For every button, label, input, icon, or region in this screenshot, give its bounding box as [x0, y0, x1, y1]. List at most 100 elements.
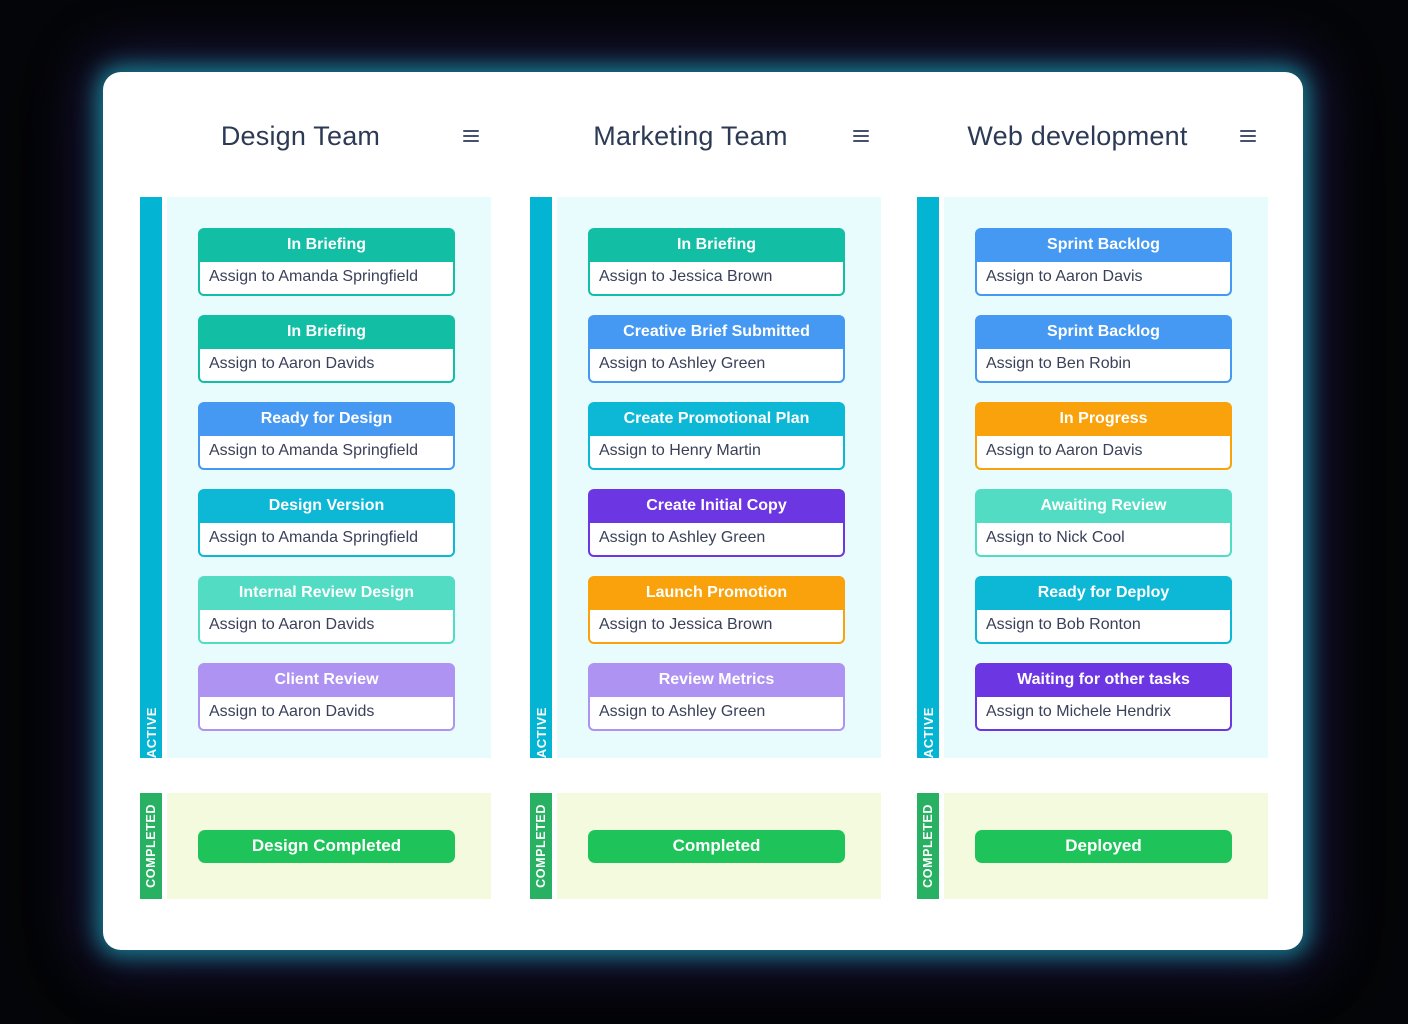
task-status: Ready for Design — [198, 402, 455, 436]
task-card[interactable]: In Briefing Assign to Jessica Brown — [588, 228, 845, 296]
task-assignee: Assign to Jessica Brown — [588, 262, 845, 296]
task-status: Review Metrics — [588, 663, 845, 697]
divider — [552, 793, 557, 899]
column-title: Design Team — [220, 120, 381, 151]
completed-label: COMPLETED — [534, 804, 548, 888]
task-card[interactable]: In Briefing Assign to Amanda Springfield — [198, 228, 455, 296]
completed-bar: COMPLETED — [530, 793, 552, 899]
hamburger-bar — [463, 140, 479, 142]
task-status: Create Initial Copy — [588, 489, 845, 523]
hamburger-bar — [853, 130, 869, 132]
task-assignee: Assign to Amanda Springfield — [198, 262, 455, 296]
task-status: In Briefing — [198, 228, 455, 262]
task-status: Create Promotional Plan — [588, 402, 845, 436]
task-card[interactable]: Create Promotional Plan Assign to Henry … — [588, 402, 845, 470]
hamburger-icon[interactable] — [1238, 126, 1258, 146]
hamburger-bar — [853, 140, 869, 142]
task-status: In Briefing — [198, 315, 455, 349]
task-status: Waiting for other tasks — [975, 663, 1232, 697]
task-assignee: Assign to Ashley Green — [588, 349, 845, 383]
task-status: Sprint Backlog — [975, 315, 1232, 349]
hamburger-bar — [463, 130, 479, 132]
board-column-design-team: Design Team ACTIVE In Briefing Assign to… — [140, 72, 491, 950]
task-assignee: Assign to Bob Ronton — [975, 610, 1232, 644]
task-status: Sprint Backlog — [975, 228, 1232, 262]
task-assignee: Assign to Nick Cool — [975, 523, 1232, 557]
completed-status-button[interactable]: Design Completed — [198, 829, 455, 863]
column-header: Design Team — [140, 112, 491, 160]
active-section: ACTIVE In Briefing Assign to Amanda Spri… — [140, 197, 491, 758]
divider — [162, 197, 167, 758]
task-status: Ready for Deploy — [975, 576, 1232, 610]
task-card[interactable]: Ready for Deploy Assign to Bob Ronton — [975, 576, 1232, 644]
completed-panel: Design Completed — [167, 793, 491, 899]
task-card[interactable]: Internal Review Design Assign to Aaron D… — [198, 576, 455, 644]
task-card[interactable]: Awaiting Review Assign to Nick Cool — [975, 489, 1232, 557]
active-cards-panel: In Briefing Assign to Amanda Springfield… — [167, 197, 491, 758]
task-status: Client Review — [198, 663, 455, 697]
task-assignee: Assign to Aaron Davids — [198, 349, 455, 383]
completed-status-button[interactable]: Completed — [588, 829, 845, 863]
task-assignee: Assign to Henry Martin — [588, 436, 845, 470]
task-assignee: Assign to Jessica Brown — [588, 610, 845, 644]
completed-bar: COMPLETED — [140, 793, 162, 899]
task-assignee: Assign to Ben Robin — [975, 349, 1232, 383]
completed-label: COMPLETED — [921, 804, 935, 888]
board-column-marketing-team: Marketing Team ACTIVE In Briefing Assign… — [530, 72, 881, 950]
hamburger-bar — [1240, 130, 1256, 132]
active-bar: ACTIVE — [140, 197, 162, 758]
completed-section: COMPLETED Design Completed — [140, 793, 491, 899]
active-bar: ACTIVE — [917, 197, 939, 758]
active-bar: ACTIVE — [530, 197, 552, 758]
task-card[interactable]: In Progress Assign to Aaron Davis — [975, 402, 1232, 470]
task-status: Design Version — [198, 489, 455, 523]
active-label: ACTIVE — [533, 706, 549, 758]
column-title: Web development — [967, 120, 1188, 151]
task-assignee: Assign to Aaron Davis — [975, 436, 1232, 470]
active-cards-panel: In Briefing Assign to Jessica Brown Crea… — [557, 197, 881, 758]
divider — [162, 793, 167, 899]
task-card[interactable]: Ready for Design Assign to Amanda Spring… — [198, 402, 455, 470]
task-status: Creative Brief Submitted — [588, 315, 845, 349]
hamburger-icon[interactable] — [851, 126, 871, 146]
divider — [939, 197, 944, 758]
completed-section: COMPLETED Completed — [530, 793, 881, 899]
divider — [939, 793, 944, 899]
active-section: ACTIVE In Briefing Assign to Jessica Bro… — [530, 197, 881, 758]
hamburger-bar — [853, 135, 869, 137]
task-assignee: Assign to Ashley Green — [588, 697, 845, 731]
task-card[interactable]: Creative Brief Submitted Assign to Ashle… — [588, 315, 845, 383]
task-status: Internal Review Design — [198, 576, 455, 610]
task-card[interactable]: Sprint Backlog Assign to Ben Robin — [975, 315, 1232, 383]
column-header: Web development — [917, 112, 1268, 160]
completed-section: COMPLETED Deployed — [917, 793, 1268, 899]
board-column-web-development: Web development ACTIVE Sprint Backlog As… — [917, 72, 1268, 950]
task-status: In Briefing — [588, 228, 845, 262]
task-card[interactable]: Create Initial Copy Assign to Ashley Gre… — [588, 489, 845, 557]
completed-label: COMPLETED — [144, 804, 158, 888]
task-card[interactable]: In Briefing Assign to Aaron Davids — [198, 315, 455, 383]
hamburger-icon[interactable] — [461, 126, 481, 146]
active-label: ACTIVE — [920, 706, 936, 758]
task-card[interactable]: Design Version Assign to Amanda Springfi… — [198, 489, 455, 557]
task-assignee: Assign to Amanda Springfield — [198, 523, 455, 557]
task-card[interactable]: Client Review Assign to Aaron Davids — [198, 663, 455, 731]
task-status: Launch Promotion — [588, 576, 845, 610]
task-card[interactable]: Sprint Backlog Assign to Aaron Davis — [975, 228, 1232, 296]
active-cards-panel: Sprint Backlog Assign to Aaron Davis Spr… — [944, 197, 1268, 758]
divider — [552, 197, 557, 758]
task-card[interactable]: Waiting for other tasks Assign to Michel… — [975, 663, 1232, 731]
task-assignee: Assign to Aaron Davids — [198, 610, 455, 644]
column-header: Marketing Team — [530, 112, 881, 160]
task-assignee: Assign to Amanda Springfield — [198, 436, 455, 470]
completed-status-button[interactable]: Deployed — [975, 829, 1232, 863]
hamburger-bar — [463, 135, 479, 137]
task-card[interactable]: Launch Promotion Assign to Jessica Brown — [588, 576, 845, 644]
task-assignee: Assign to Michele Hendrix — [975, 697, 1232, 731]
active-label: ACTIVE — [143, 706, 159, 758]
task-assignee: Assign to Aaron Davids — [198, 697, 455, 731]
task-assignee: Assign to Ashley Green — [588, 523, 845, 557]
task-assignee: Assign to Aaron Davis — [975, 262, 1232, 296]
task-card[interactable]: Review Metrics Assign to Ashley Green — [588, 663, 845, 731]
completed-bar: COMPLETED — [917, 793, 939, 899]
